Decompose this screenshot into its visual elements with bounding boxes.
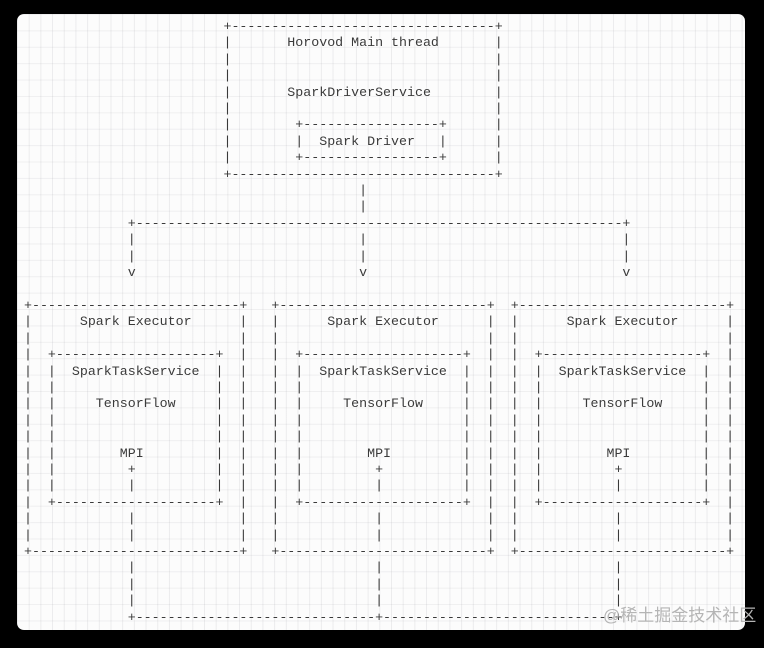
grid-paper-canvas (17, 14, 745, 630)
ascii-architecture-diagram: +---------------------------------+ | Ho… (23, 19, 735, 625)
watermark: @稀土掘金技术社区 (603, 606, 757, 625)
